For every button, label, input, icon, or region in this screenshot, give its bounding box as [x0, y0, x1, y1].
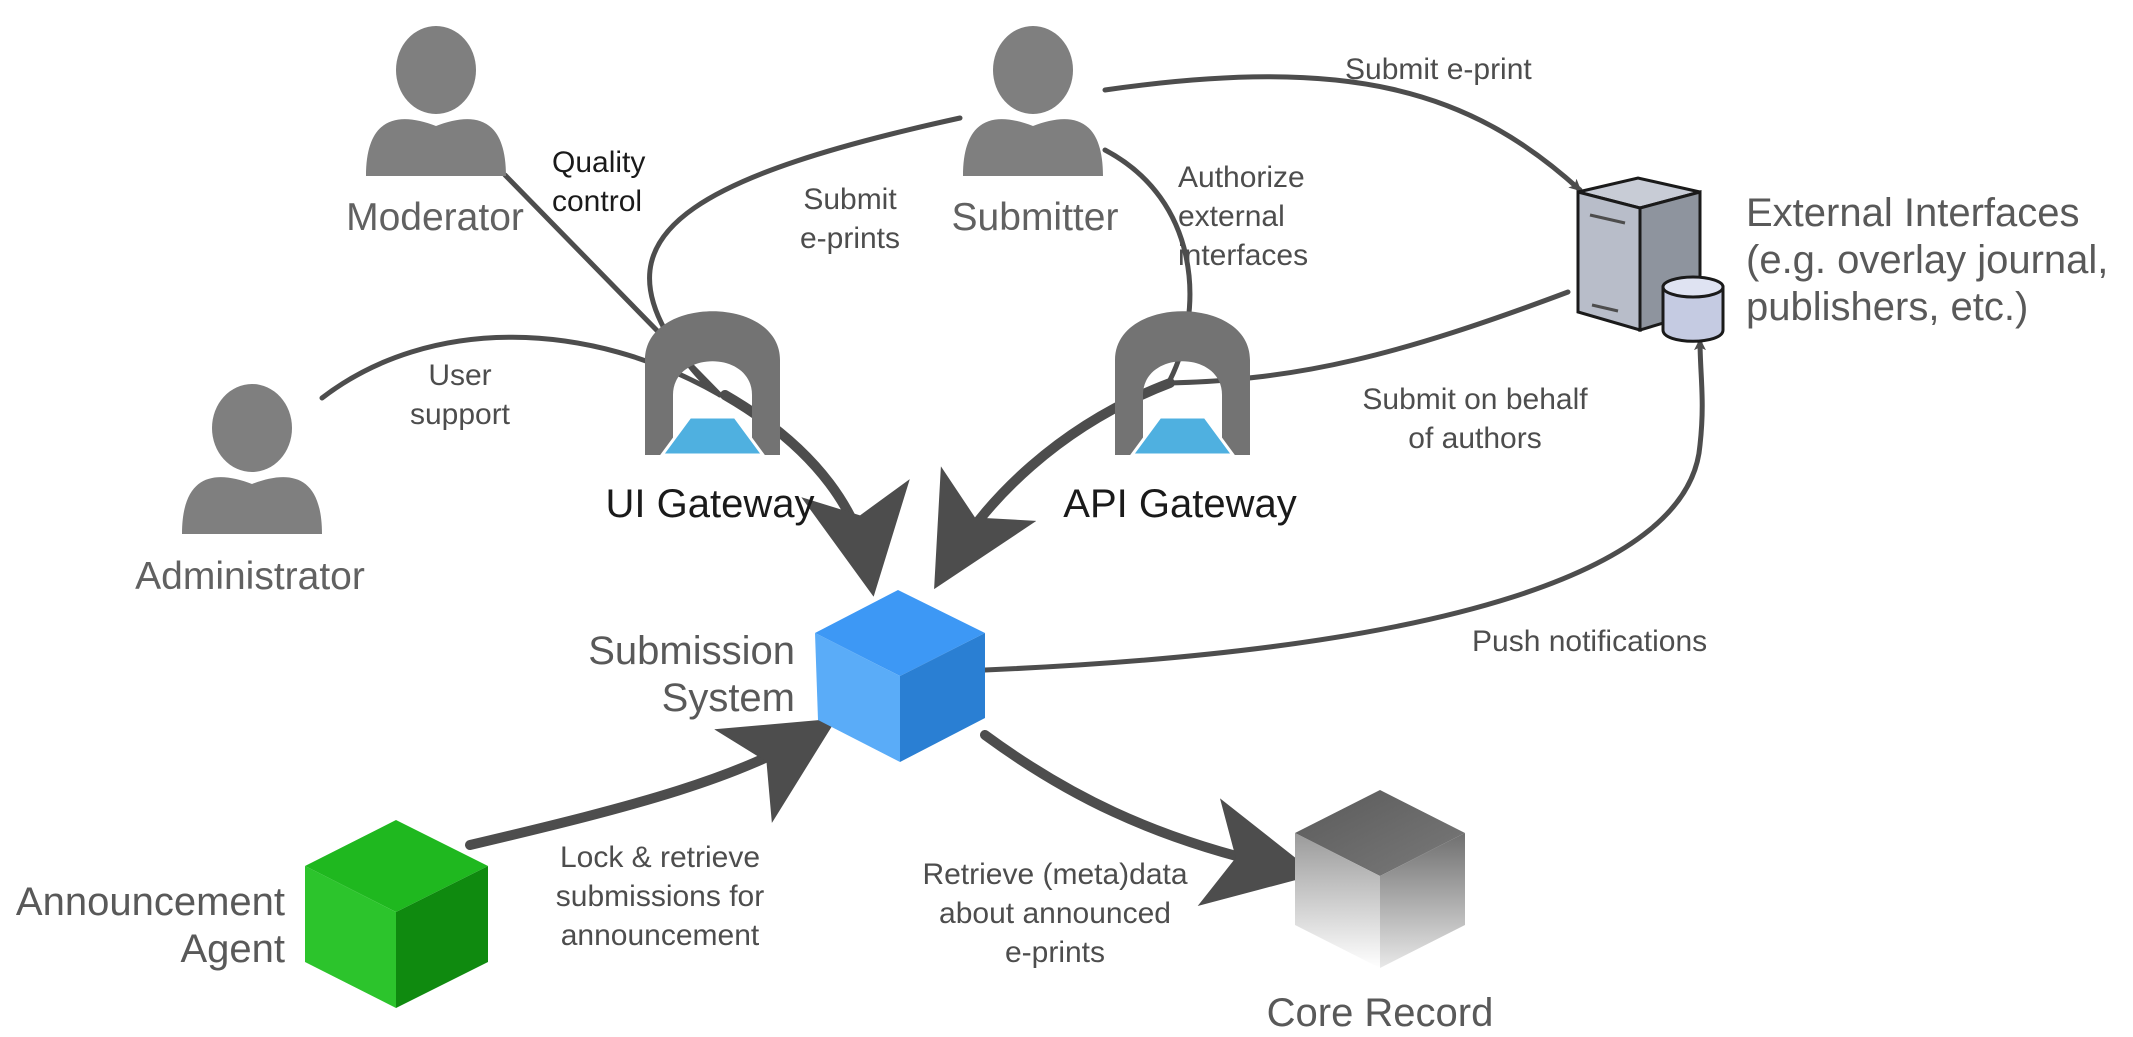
submit-on-behalf-label: Submit on behalf of authors [1340, 380, 1610, 458]
ui-gateway-label: UI Gateway [605, 482, 815, 526]
external-interfaces-line-1: External Interfaces [1746, 191, 2080, 235]
submitter-label: Submitter [951, 196, 1119, 239]
edge-submit-eprint [1102, 74, 1583, 193]
external-interfaces-label: External Interfaces (e.g. overlay journa… [1746, 190, 2133, 331]
lock-retrieve-label: Lock & retrieve submissions for announce… [530, 838, 790, 955]
edge-push-notifications [982, 337, 1707, 673]
ui-gateway-icon [645, 311, 780, 457]
lock-retrieve-line-3: announcement [560, 919, 760, 952]
persons [182, 26, 1103, 534]
retrieve-metadata-line-1: Retrieve (meta)data [922, 858, 1188, 891]
user-support-label: User support [380, 356, 540, 434]
administrator-label: Administrator [135, 555, 365, 598]
retrieve-metadata-label: Retrieve (meta)data about announced e-pr… [905, 855, 1205, 972]
moderator-person-icon [366, 26, 506, 176]
connectors [319, 74, 1707, 673]
submit-eprints-label: Submit e-prints [770, 180, 930, 258]
edge-agent-to-submission [465, 718, 837, 850]
external-interfaces-line-3: publishers, etc.) [1746, 285, 2029, 329]
submit-eprints-line-2: e-prints [799, 222, 901, 255]
announcement-agent-cube-icon [305, 820, 488, 1008]
authorize-external-label: Authorize external interfaces [1178, 158, 1308, 275]
push-notifications-label: Push notifications [1472, 625, 1708, 658]
quality-control-line-2: control [552, 185, 643, 218]
edge-submission-to-core [980, 730, 1317, 907]
thick-connectors [465, 378, 1317, 907]
submission-system-line-1: Submission [588, 629, 795, 673]
submission-system-line-2: System [661, 676, 795, 720]
authorize-external-line-1: Authorize [1178, 161, 1305, 194]
submit-eprint-label: Submit e-print [1345, 53, 1532, 86]
authorize-external-line-2: external [1178, 200, 1285, 233]
announcement-agent-label: Announcement Agent [0, 879, 285, 973]
submit-on-behalf-line-2: of authors [1408, 422, 1542, 455]
administrator-person-icon [182, 384, 322, 534]
user-support-line-1: User [428, 359, 492, 392]
api-gateway-icon [1115, 311, 1250, 457]
retrieve-metadata-line-2: about announced [939, 897, 1171, 930]
submitter-person-icon [963, 26, 1103, 176]
retrieve-metadata-line-3: e-prints [1004, 936, 1106, 969]
core-record-label: Core Record [1266, 991, 1494, 1035]
user-support-line-2: support [409, 398, 511, 431]
quality-control-label: Quality control [552, 143, 645, 221]
external-interfaces-line-2: (e.g. overlay journal, [1746, 238, 2109, 282]
submission-system-cube-icon [815, 590, 985, 762]
submit-on-behalf-line-1: Submit on behalf [1362, 383, 1588, 416]
lock-retrieve-line-2: submissions for [555, 880, 765, 913]
edge-submit-eprints [647, 115, 963, 398]
lock-retrieve-line-1: Lock & retrieve [559, 841, 761, 874]
external-server-icon [1576, 176, 1725, 343]
quality-control-line-1: Quality [552, 146, 646, 179]
core-record-cube-icon [1295, 790, 1465, 968]
submit-eprints-line-1: Submit [803, 183, 897, 216]
announcement-agent-line-2: Agent [180, 927, 285, 971]
api-gateway-label: API Gateway [1063, 482, 1297, 526]
authorize-external-line-3: interfaces [1178, 239, 1309, 272]
moderator-label: Moderator [346, 196, 524, 239]
submission-system-label: Submission System [555, 628, 795, 722]
announcement-agent-line-1: Announcement [15, 880, 285, 924]
